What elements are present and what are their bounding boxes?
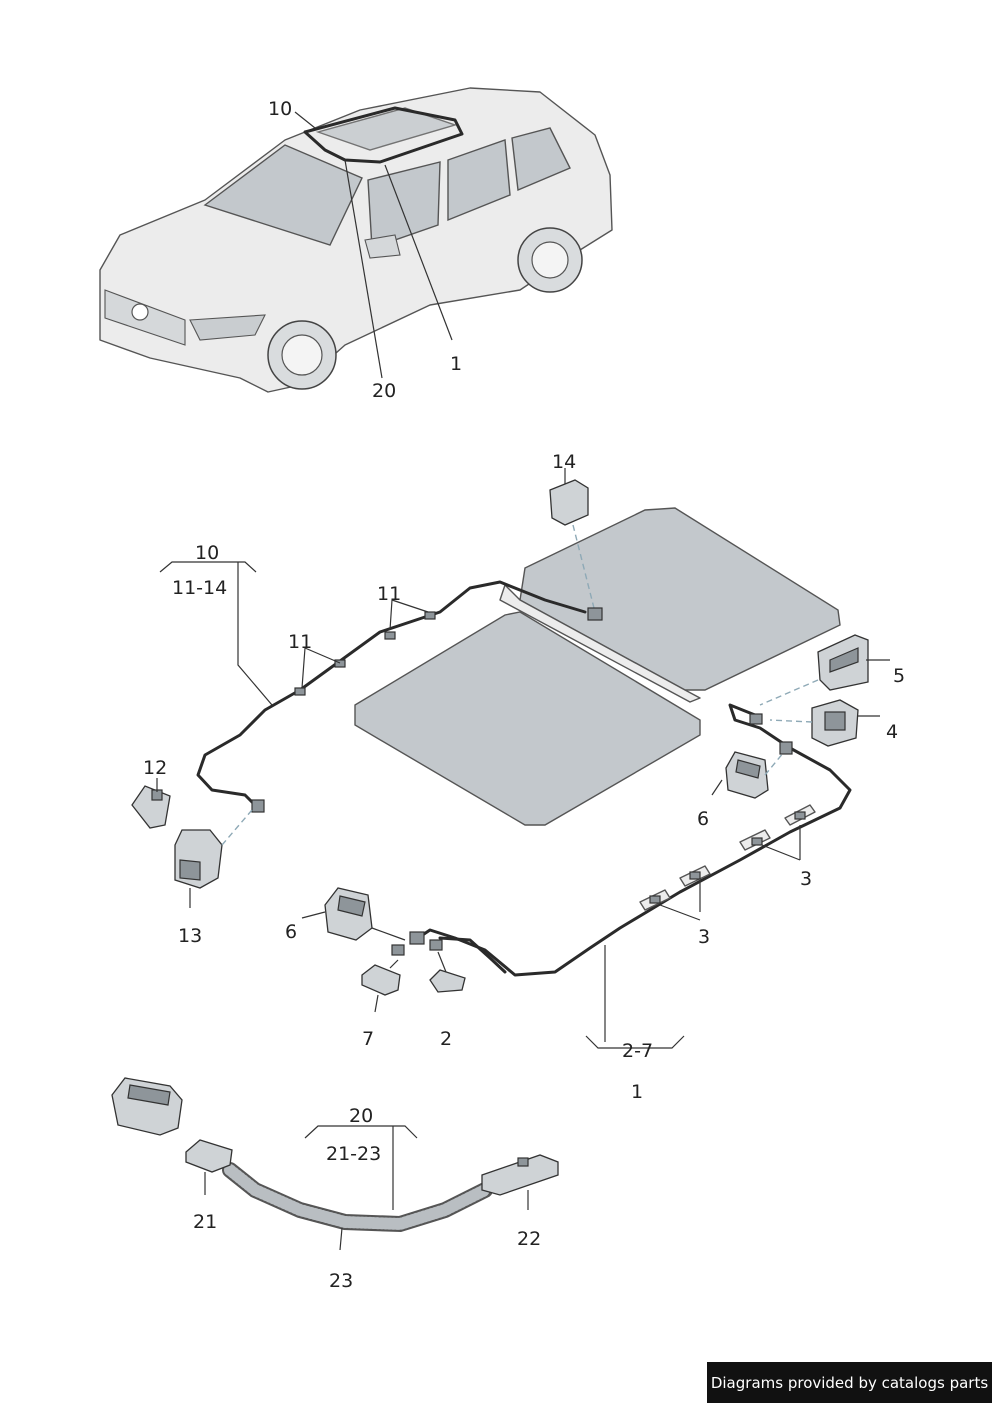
connector-11 [424,611,436,620]
brand-emblem [131,303,149,321]
connector-2 [429,939,443,951]
headlight [189,314,266,341]
harness-10 [196,580,587,810]
sunroof-glass-panels [354,507,841,826]
label-20: 20 [349,1105,373,1127]
label-6-upper: 6 [697,808,709,830]
label-3-lower: 3 [698,926,710,948]
part-12-bracket [131,785,171,829]
label-car-10: 10 [268,98,292,120]
label-12: 12 [143,757,167,779]
connector-11 [294,687,306,696]
label-1: 1 [631,1081,643,1103]
connector-end-10 [251,799,265,813]
part-5-housing [759,634,869,706]
part-6-switch-lower [324,887,373,941]
connector-7 [391,944,405,956]
side-window-front [367,161,441,249]
label-10: 10 [195,542,219,564]
part-7-clip [361,959,401,996]
side-window-quarter [511,127,571,192]
label-11-upper: 11 [377,583,401,605]
label-car-1: 1 [450,353,462,375]
side-mirror [364,234,401,259]
label-21-23: 21-23 [326,1143,381,1165]
roof-glass [315,107,458,151]
side-window-rear [447,139,511,222]
part-14-relay [549,479,603,621]
label-22: 22 [517,1228,541,1250]
label-6-lower: 6 [285,921,297,943]
part-21-connector [185,1139,233,1173]
connector-11 [334,659,346,668]
part-6-switch-upper [725,751,785,799]
footer-credit: Diagrams provided by catalogs parts [707,1362,992,1403]
label-23: 23 [329,1270,353,1292]
label-3-right: 3 [800,868,812,890]
part-4-control-unit [769,699,859,747]
label-11-14: 11-14 [172,577,227,599]
part-22-connector [481,1154,559,1196]
switch-module [111,1077,183,1136]
label-4: 4 [886,721,898,743]
part-2-cover [429,951,466,993]
label-7: 7 [362,1028,374,1050]
label-5: 5 [893,665,905,687]
connector-11 [384,631,396,640]
label-14: 14 [552,451,576,473]
label-2-7: 2-7 [622,1040,653,1062]
label-car-20: 20 [372,380,396,402]
label-13: 13 [178,925,202,947]
label-11-lower: 11 [288,631,312,653]
label-2: 2 [440,1028,452,1050]
car-illustration [99,87,613,393]
label-21: 21 [193,1211,217,1233]
part-13-motor [174,809,253,889]
harness-1 [413,703,852,977]
windshield [203,144,363,246]
